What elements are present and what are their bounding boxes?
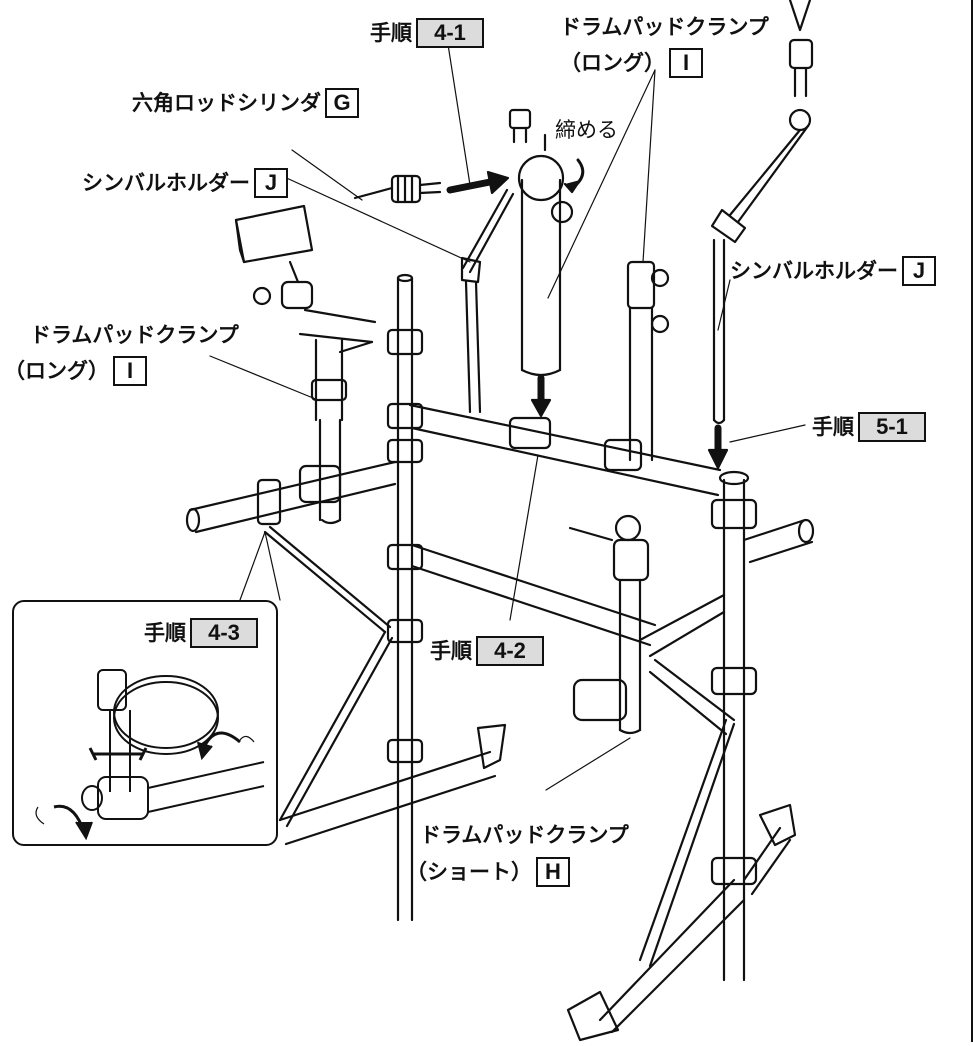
drum-pad-clamp-long-right [626,260,670,462]
top-horizontal-bar [408,403,722,497]
cymbal-edge-lines [788,0,812,32]
label-clamp-short: ドラムパッドクランプ [420,823,629,847]
page-right-border [971,0,973,1042]
label-clamp-long-top-2: （ロング）I [560,48,703,78]
cymbal-holder-center [460,188,515,414]
left-pad-mount [234,204,377,525]
drum-pad-clamp-short [568,514,650,735]
middle-long-bar [410,543,657,647]
cymbal-holder-right [710,38,814,425]
inset-illustration [35,669,265,841]
label-clamp-long-left: ドラムパッドクランプ [30,323,239,347]
left-short-bar [185,460,397,534]
hex-rod-cylinder [353,174,442,204]
right-base [566,658,797,1042]
arrow-4-2 [530,374,552,418]
right-front-bar [638,518,815,658]
arrow-4-1 [446,170,510,195]
left-vertical-pole [386,273,424,922]
right-vertical-pole [710,470,758,982]
label-clamp-long-top: ドラムパッドクランプ [560,15,769,39]
leader-lines [209,37,806,791]
label-tighten: 締める [555,118,618,142]
left-base [263,525,507,846]
drum-pad-clamp-long-center [508,108,585,377]
arrow-5-1 [707,424,729,470]
label-clamp-long-left-2: （ロング）I [4,356,147,386]
label-clamp-short-2: （ショート）H [406,857,570,887]
